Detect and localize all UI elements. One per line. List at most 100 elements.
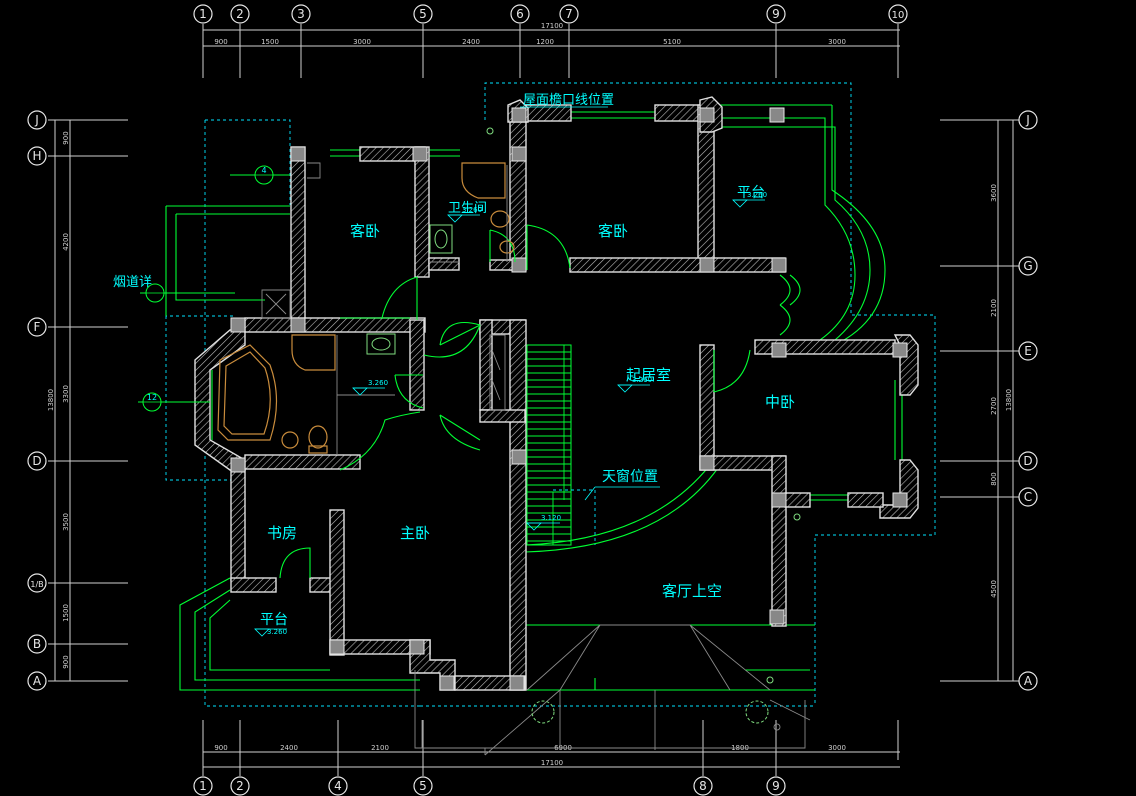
axis-bubble-top-10: 10	[888, 4, 908, 24]
axis-label: 1/B	[30, 580, 43, 589]
axis-bubble-top-9: 9	[766, 4, 786, 24]
axis-bubble-left-H: H	[27, 146, 47, 166]
room-label-living-void: 客厅上空	[662, 582, 722, 600]
axis-label: 1	[199, 7, 207, 21]
dim-total-left: 13800	[47, 389, 55, 411]
detail-tag-number: 12	[147, 393, 157, 402]
axis-bubble-top-5: 5	[413, 4, 433, 24]
level-markers: 3.260 3.260 3.260 3.260 3.260 3.120	[254, 191, 767, 637]
axis-bubble-bottom-9: 9	[766, 776, 786, 796]
axis-bubble-top-6: 6	[510, 4, 530, 24]
axis-bubble-right-A: A	[1018, 671, 1038, 691]
level-text: 3.260	[747, 191, 767, 199]
axis-bubble-left-B: B	[27, 634, 47, 654]
bidet-icon	[281, 431, 299, 449]
column	[290, 317, 306, 333]
axis-bubble-left-J: J	[27, 110, 47, 130]
skylight-dome	[745, 700, 769, 724]
axis-label: A	[1024, 674, 1033, 688]
room-labels: 客卧 客卧 卫生间 平台 起居室 中卧 书房 主卧 平台 客厅上空 天窗位置 屋…	[113, 93, 795, 628]
axis-bubble-top-1: 1	[193, 4, 213, 24]
doors	[279, 224, 801, 579]
room-label-study: 书房	[267, 524, 297, 542]
axis-label: 1	[199, 779, 207, 793]
annotation-roof-eave: 屋面檐口线位置	[523, 93, 614, 108]
column	[769, 107, 785, 123]
axis-label: 8	[699, 779, 707, 793]
dim-seg: 3500	[62, 513, 70, 531]
axis-label: 10	[892, 10, 905, 21]
dim-seg: 900	[214, 744, 227, 752]
axis-bubble-bottom-2: 2	[230, 776, 250, 796]
room-label-guest-bedroom-1: 客卧	[350, 222, 380, 240]
axis-bubble-top-3: 3	[291, 4, 311, 24]
axis-label: G	[1023, 259, 1032, 273]
column	[699, 455, 715, 471]
column	[439, 675, 455, 691]
bathtub-icon	[217, 344, 278, 441]
dim-seg: 2100	[371, 744, 389, 752]
axis-label: 5	[419, 7, 427, 21]
annotation-chimney: 烟道详	[113, 275, 152, 290]
dim-seg: 4200	[62, 233, 70, 251]
axis-bubble-right-E: E	[1018, 341, 1038, 361]
column	[892, 342, 908, 358]
column	[699, 107, 715, 123]
axis-label: J	[1025, 113, 1030, 127]
room-label-terrace-bottom: 平台	[260, 612, 288, 628]
column	[290, 146, 306, 162]
dim-seg: 2700	[990, 397, 998, 415]
stairs	[526, 344, 596, 546]
axis-bubble-left-D: D	[27, 451, 47, 471]
column	[412, 146, 428, 162]
column	[771, 342, 787, 358]
annotation-skylight: 天窗位置	[602, 468, 658, 485]
column	[892, 492, 908, 508]
level-text: 3.260	[368, 379, 388, 387]
bottom-axis-group: 1 2 4 5 8 9 900 2400 2100 6900 1800 3000…	[193, 720, 900, 796]
dim-seg: 2400	[462, 38, 480, 46]
dim-seg: 800	[990, 472, 998, 485]
axis-label: 9	[772, 7, 780, 21]
axis-bubble-right-G: G	[1018, 256, 1038, 276]
axis-label: B	[33, 637, 41, 651]
dim-total-top: 17100	[541, 22, 563, 30]
axis-bubble-left-F: F	[27, 317, 47, 337]
axis-bubble-top-7: 7	[559, 4, 579, 24]
dim-seg: 900	[62, 655, 70, 668]
axis-label: D	[1023, 454, 1032, 468]
column	[771, 492, 787, 508]
column	[769, 609, 785, 625]
dim-total-bottom: 17100	[541, 759, 563, 767]
detail-tags: 4 12	[138, 165, 290, 412]
column	[511, 146, 527, 162]
axis-bubble-top-2: 2	[230, 4, 250, 24]
axis-label: 2	[236, 779, 244, 793]
column	[511, 107, 527, 123]
axis-bubble-left-A: A	[27, 671, 47, 691]
dim-seg: 3300	[62, 385, 70, 403]
axis-label: 2	[236, 7, 244, 21]
shower-icon	[461, 162, 506, 199]
dim-total-right: 13800	[1005, 389, 1013, 411]
dim-seg: 5100	[663, 38, 681, 46]
axis-label: 6	[516, 7, 524, 21]
dim-seg: 1200	[536, 38, 554, 46]
axis-bubble-bottom-1: 1	[193, 776, 213, 796]
column	[230, 317, 246, 333]
dim-seg: 900	[214, 38, 227, 46]
sink-icon	[429, 224, 453, 254]
axis-bubble-right-D: D	[1018, 451, 1038, 471]
dim-seg: 2100	[990, 299, 998, 317]
room-label-guest-bedroom-2: 客卧	[598, 222, 628, 240]
room-label-middle-bedroom: 中卧	[765, 393, 795, 411]
sink-icon	[366, 333, 396, 355]
right-axis-group: J G E D C A 13800 3600 2100 2700 800 450…	[940, 110, 1038, 691]
axis-label: 5	[419, 779, 427, 793]
toilet-icon	[490, 210, 510, 228]
axis-bubble-bottom-8: 8	[693, 776, 713, 796]
column	[509, 675, 525, 691]
axis-bubble-bottom-5: 5	[413, 776, 433, 796]
axis-label: J	[34, 113, 39, 127]
